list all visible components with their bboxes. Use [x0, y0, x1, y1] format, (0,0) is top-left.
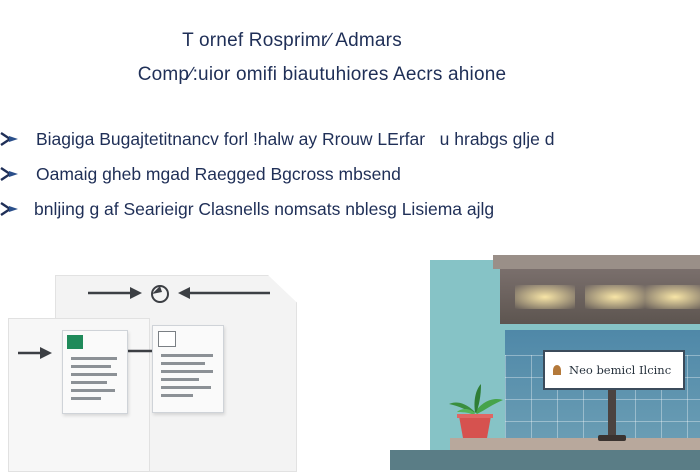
ceiling-light	[585, 285, 645, 309]
arrow-right-icon	[88, 287, 142, 299]
store-floor	[390, 450, 700, 470]
document-transfer-illustration	[0, 270, 330, 472]
list-item: bnljing g af Searieigr Clasnells nomsats…	[0, 195, 494, 223]
list-item-text: Oamaig gheb mgad Raegged Bgcross mbsend	[36, 163, 401, 184]
sign-foot	[598, 435, 626, 441]
list-item-text: bnljing g af Searieigr Clasnells nomsats…	[34, 198, 495, 219]
storefront-illustration: Neo bemicl Ilcinc	[390, 255, 700, 470]
list-item-text: Biagiga Bugajtetitnancv forl !halw ay Rr…	[36, 128, 555, 149]
connector-line	[128, 349, 152, 353]
sign-logo-icon	[553, 365, 561, 375]
list-item: Oamaig gheb mgad Raegged Bgcross mbsend	[0, 160, 401, 188]
arrow-left-icon	[178, 287, 270, 299]
chevron-arrow-icon	[0, 202, 18, 216]
refresh-icon	[151, 285, 169, 303]
list-item: Biagiga Bugajtetitnancv forl !halw ay Rr…	[0, 125, 554, 153]
heading-line-2: Comp∕:uior omifi biautuhiores Aecrs ahio…	[137, 64, 507, 85]
store-base	[450, 438, 700, 450]
document-sheet	[62, 330, 128, 414]
arrow-right-icon	[18, 347, 52, 359]
sign-post	[608, 390, 616, 440]
chevron-arrow-icon	[0, 167, 18, 181]
store-sign: Neo bemicl Ilcinc	[543, 350, 685, 390]
ceiling-light	[515, 285, 575, 309]
store-roof	[493, 255, 700, 269]
document-sheet	[152, 325, 224, 413]
sign-text: Neo bemicl Ilcinc	[569, 363, 672, 377]
spreadsheet-icon	[67, 335, 83, 349]
ceiling-light	[645, 285, 700, 309]
heading-line-1: T ornef Rosprimr∕ Admars	[182, 30, 402, 51]
document-icon	[158, 331, 176, 347]
chevron-arrow-icon	[0, 132, 18, 146]
potted-plant-icon	[449, 384, 503, 438]
